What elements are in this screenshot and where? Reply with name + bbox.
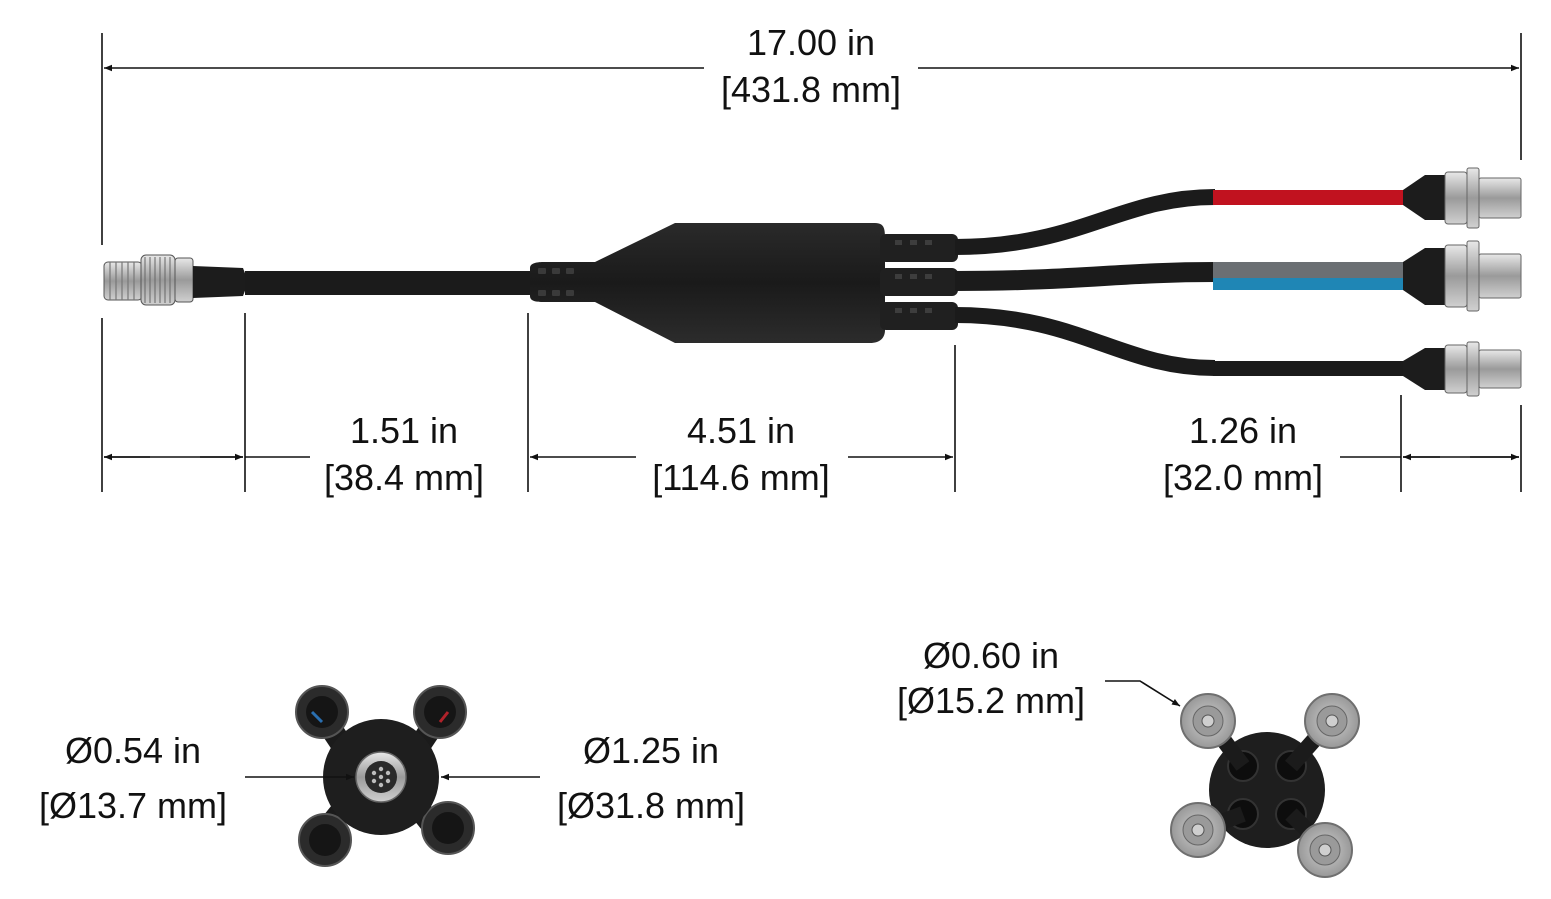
bnc-diameter-mm: [Ø15.2 mm]	[897, 680, 1085, 721]
inner-diameter-mm: [Ø13.7 mm]	[39, 785, 227, 826]
overall-dimension: 17.00 in [431.8 mm]	[104, 22, 1519, 110]
left-dim-mm: [38.4 mm]	[324, 457, 484, 498]
end-view-left-pins	[371, 766, 391, 788]
m12-connector	[103, 254, 246, 306]
right-dim-in: 1.26 in	[1189, 410, 1297, 451]
bnc-connector-top	[1403, 167, 1522, 229]
breakout-body	[530, 223, 958, 343]
middle-dim-mm: [114.6 mm]	[652, 457, 829, 498]
inner-diameter-in: Ø0.54 in	[65, 730, 201, 771]
extension-lines	[101, 33, 1522, 492]
end-view-right: Ø0.60 in [Ø15.2 mm]	[897, 635, 1360, 878]
middle-dimension: 4.51 in [114.6 mm]	[530, 410, 953, 498]
overall-dim-mm: [431.8 mm]	[721, 69, 901, 110]
gray-jacket	[1213, 262, 1403, 278]
main-cable	[245, 271, 537, 295]
right-dimension: 1.26 in [32.0 mm]	[1163, 410, 1519, 498]
right-dim-mm: [32.0 mm]	[1163, 457, 1323, 498]
bnc-diameter-leader	[1105, 680, 1181, 707]
cable-assembly	[103, 167, 1522, 397]
red-jacket	[1213, 190, 1403, 205]
outer-diameter-mm: [Ø31.8 mm]	[557, 785, 745, 826]
bnc-connector-bottom	[1403, 341, 1522, 397]
branch-cables	[954, 189, 1216, 376]
bnc-connector-middle	[1403, 240, 1522, 312]
middle-dim-in: 4.51 in	[687, 410, 795, 451]
outer-diameter-in: Ø1.25 in	[583, 730, 719, 771]
black-jacket	[1213, 361, 1403, 376]
overall-dim-in: 17.00 in	[747, 22, 875, 63]
end-view-right-bnc-faces	[1170, 693, 1360, 878]
end-view-left: Ø0.54 in [Ø13.7 mm] Ø1.25 in [Ø31.8 mm]	[39, 685, 745, 867]
blue-jacket	[1213, 278, 1403, 290]
left-dimension: 1.51 in [38.4 mm]	[104, 410, 484, 498]
bnc-diameter-in: Ø0.60 in	[923, 635, 1059, 676]
left-dim-in: 1.51 in	[350, 410, 458, 451]
